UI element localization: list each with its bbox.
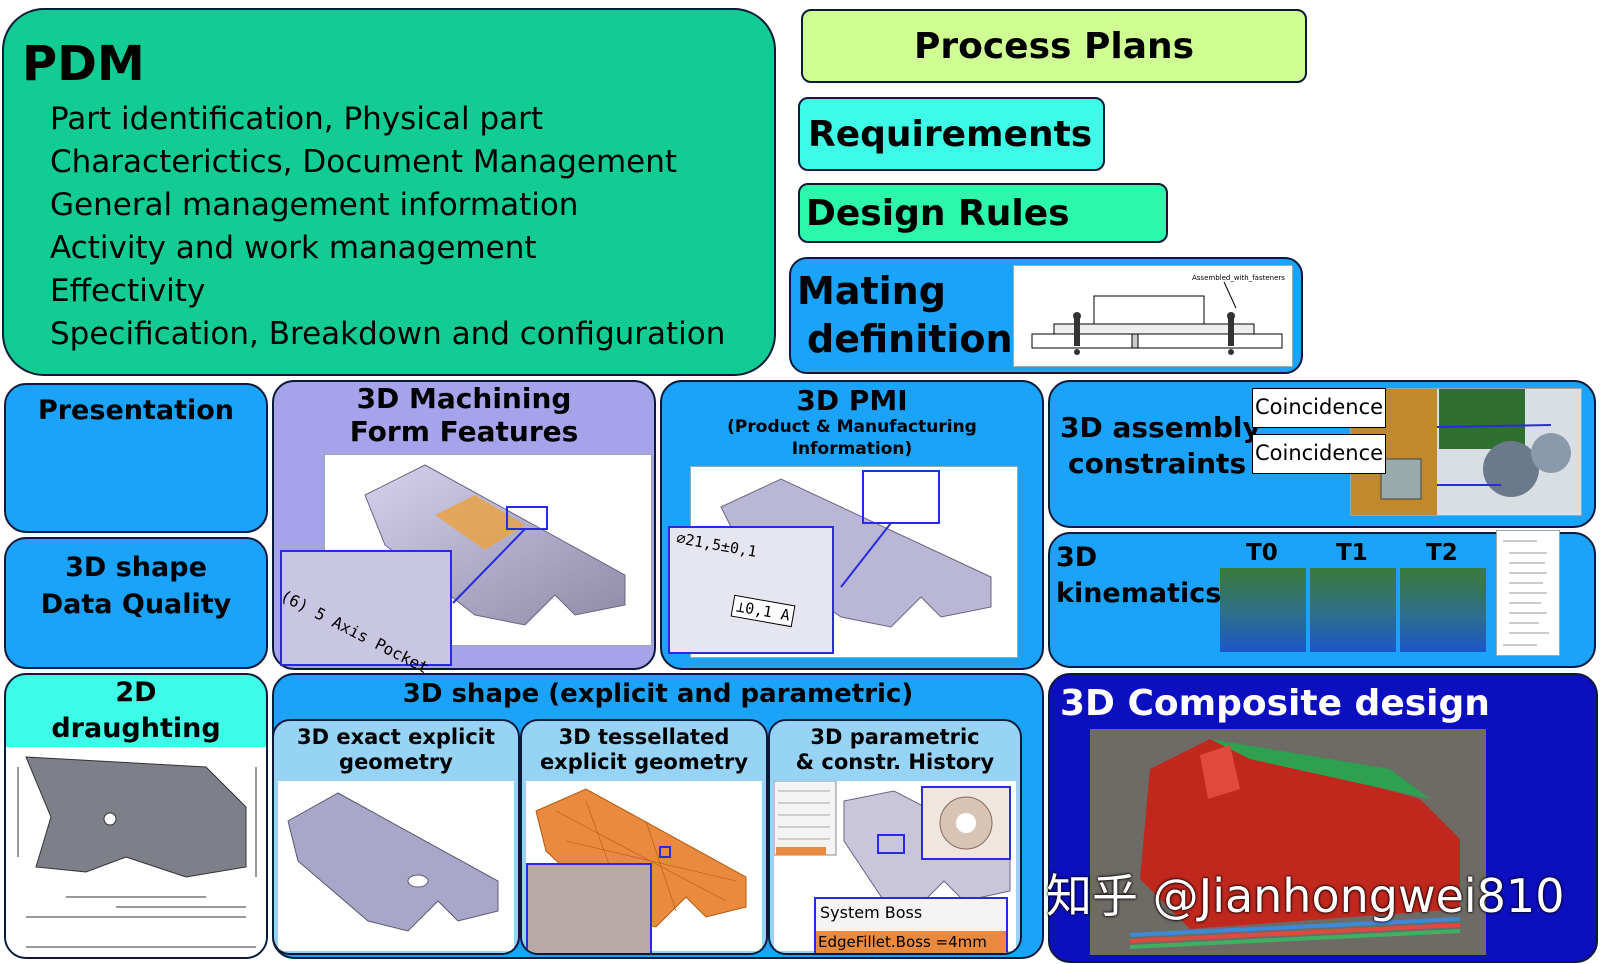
draughting-drawing xyxy=(6,747,266,957)
assembly-title-line1: 3D assembly xyxy=(1060,411,1261,444)
composite-part-icon xyxy=(1129,739,1461,949)
machining-title-line1: 3D Machining xyxy=(356,382,572,415)
exact-part-icon xyxy=(287,792,499,932)
draughting-title: 2D draughting xyxy=(6,675,266,747)
pdm-line: Effectivity xyxy=(50,273,206,309)
parametric-geometry-box: 3D parametric & constr. History System B… xyxy=(768,719,1022,955)
parametric-geometry-title: 3D parametric & constr. History xyxy=(770,725,1020,775)
design-rules-box: Design Rules xyxy=(798,183,1168,243)
system-boss-label: System Boss xyxy=(820,903,923,922)
composite-title: 3D Composite design xyxy=(1060,683,1490,724)
shape-title: 3D shape (explicit and parametric) xyxy=(402,679,914,709)
pdm-list: Part identification, Physical part Chara… xyxy=(50,98,725,356)
mating-title-line2: definition xyxy=(807,317,1013,361)
pdm-line: General management information xyxy=(50,187,579,223)
machining-callout-text: (6) 5 Axis Pocket xyxy=(277,586,432,678)
kinematics-t1: T1 xyxy=(1336,540,1368,566)
presentation-label: Presentation xyxy=(37,395,235,426)
tessellated-zoom xyxy=(526,863,652,953)
kinematics-t2: T2 xyxy=(1426,540,1458,566)
machining-callout: (6) 5 Axis Pocket xyxy=(277,550,452,677)
exact-geometry-title: 3D exact explicit geometry xyxy=(274,725,518,775)
mating-drawing: Assembled_with_fasteners xyxy=(1013,265,1293,367)
tessellated-geometry-box: 3D tessellated explicit geometry xyxy=(520,719,768,955)
pmi-subtitle-line2: Information) xyxy=(791,439,913,459)
kinematics-t0: T0 xyxy=(1246,540,1278,566)
pmi-subtitle-line1: (Product & Manufacturing xyxy=(727,417,977,437)
pmi-dimension: ∅21,5±0,1 xyxy=(675,529,759,561)
exact-geometry-line1: 3D exact explicit xyxy=(296,725,495,749)
process-plans-box: Process Plans xyxy=(801,9,1307,83)
parametric-part-icon xyxy=(773,780,1011,912)
kinematics-frame-t1 xyxy=(1310,568,1396,652)
assembly-title: 3D assembly constraints xyxy=(1060,410,1261,482)
pdm-line: Specification, Breakdown and configurati… xyxy=(50,316,726,352)
draughting-box: 2D draughting xyxy=(4,673,268,959)
composite-image xyxy=(1090,729,1486,955)
pmi-box: 3D PMI (Product & Manufacturing Informat… xyxy=(660,380,1044,670)
pmi-subtitle: (Product & Manufacturing Information) xyxy=(662,416,1042,460)
draughting-title-line2: draughting xyxy=(51,713,221,744)
tree-list-icon xyxy=(1503,540,1549,646)
watermark: 知乎 @Jianhongwei810 xyxy=(1046,869,1565,923)
pmi-tolerance: ⟂0,1 A xyxy=(730,594,796,628)
system-boss-panel: System Boss EdgeFillet.Boss =4mm xyxy=(814,897,1008,953)
composite-box: 3D Composite design xyxy=(1048,673,1598,963)
parametric-geometry-line1: 3D parametric xyxy=(810,725,980,749)
pdm-line: Part identification, Physical part xyxy=(50,101,544,137)
kinematics-title-line2: kinematics xyxy=(1056,578,1222,609)
kinematics-box: 3D kinematics T0 T1 T2 xyxy=(1048,530,1596,668)
pdm-line: Characterictics, Document Management xyxy=(50,144,678,180)
fastener-drawing-icon: Assembled_with_fasteners xyxy=(1031,274,1285,355)
design-rules-label: Design Rules xyxy=(806,192,1070,234)
draughting-title-line1: 2D xyxy=(115,677,157,708)
mating-title: Mating definition xyxy=(797,267,1013,363)
kinematics-frame-t0 xyxy=(1220,568,1306,652)
pdm-title: PDM xyxy=(22,36,145,92)
tessellated-geometry-title: 3D tessellated explicit geometry xyxy=(522,725,766,775)
kinematics-tree-panel xyxy=(1496,530,1560,656)
machining-title: 3D Machining Form Features xyxy=(274,382,654,448)
data-quality-line1: 3D shape xyxy=(65,552,207,583)
mating-definition-box: Mating definition Assembled_with_fastene… xyxy=(789,257,1303,374)
edge-fillet-label: EdgeFillet.Boss =4mm xyxy=(816,931,1006,953)
parametric-geometry-line2: & constr. History xyxy=(795,750,995,774)
exact-geometry-line2: geometry xyxy=(339,750,453,774)
coincidence-label-2: Coincidence xyxy=(1252,434,1386,474)
pdm-box: PDM Part identification, Physical part C… xyxy=(2,8,776,376)
pdm-line: Activity and work management xyxy=(50,230,537,266)
mating-title-line1: Mating xyxy=(797,269,946,313)
process-plans-label: Process Plans xyxy=(913,25,1195,67)
requirements-box: Requirements xyxy=(798,97,1105,171)
data-quality-box: 3D shape Data Quality xyxy=(4,537,268,669)
drawing-sheet-icon xyxy=(17,756,257,948)
machining-box: 3D Machining Form Features (6) 5 Axis Po… xyxy=(272,380,656,677)
data-quality-line2: Data Quality xyxy=(40,589,232,620)
assembly-box: 3D assembly constraints Coincidence Coin… xyxy=(1048,380,1596,528)
kinematics-title-line1: 3D xyxy=(1056,542,1098,573)
kinematics-frame-t2 xyxy=(1400,568,1486,652)
exact-geometry-box: 3D exact explicit geometry xyxy=(272,719,520,955)
pmi-title: 3D PMI xyxy=(796,384,908,417)
presentation-box: Presentation xyxy=(4,383,268,533)
shape-box: 3D shape (explicit and parametric) 3D ex… xyxy=(272,673,1044,959)
requirements-label: Requirements xyxy=(808,113,1093,155)
data-quality-label: 3D shape Data Quality xyxy=(6,549,266,623)
tessellated-geometry-line1: 3D tessellated xyxy=(558,725,730,749)
machining-title-line2: Form Features xyxy=(349,415,579,448)
kinematics-title: 3D kinematics xyxy=(1056,540,1221,612)
exact-geometry-image xyxy=(278,781,514,951)
pmi-callout: ∅21,5±0,1 ⟂0,1 A xyxy=(668,526,834,654)
coincidence-label-1: Coincidence xyxy=(1252,388,1386,428)
mating-caption: Assembled_with_fasteners xyxy=(1192,274,1285,282)
assembly-title-line2: constraints xyxy=(1068,447,1247,480)
tessellated-geometry-line2: explicit geometry xyxy=(539,750,749,774)
